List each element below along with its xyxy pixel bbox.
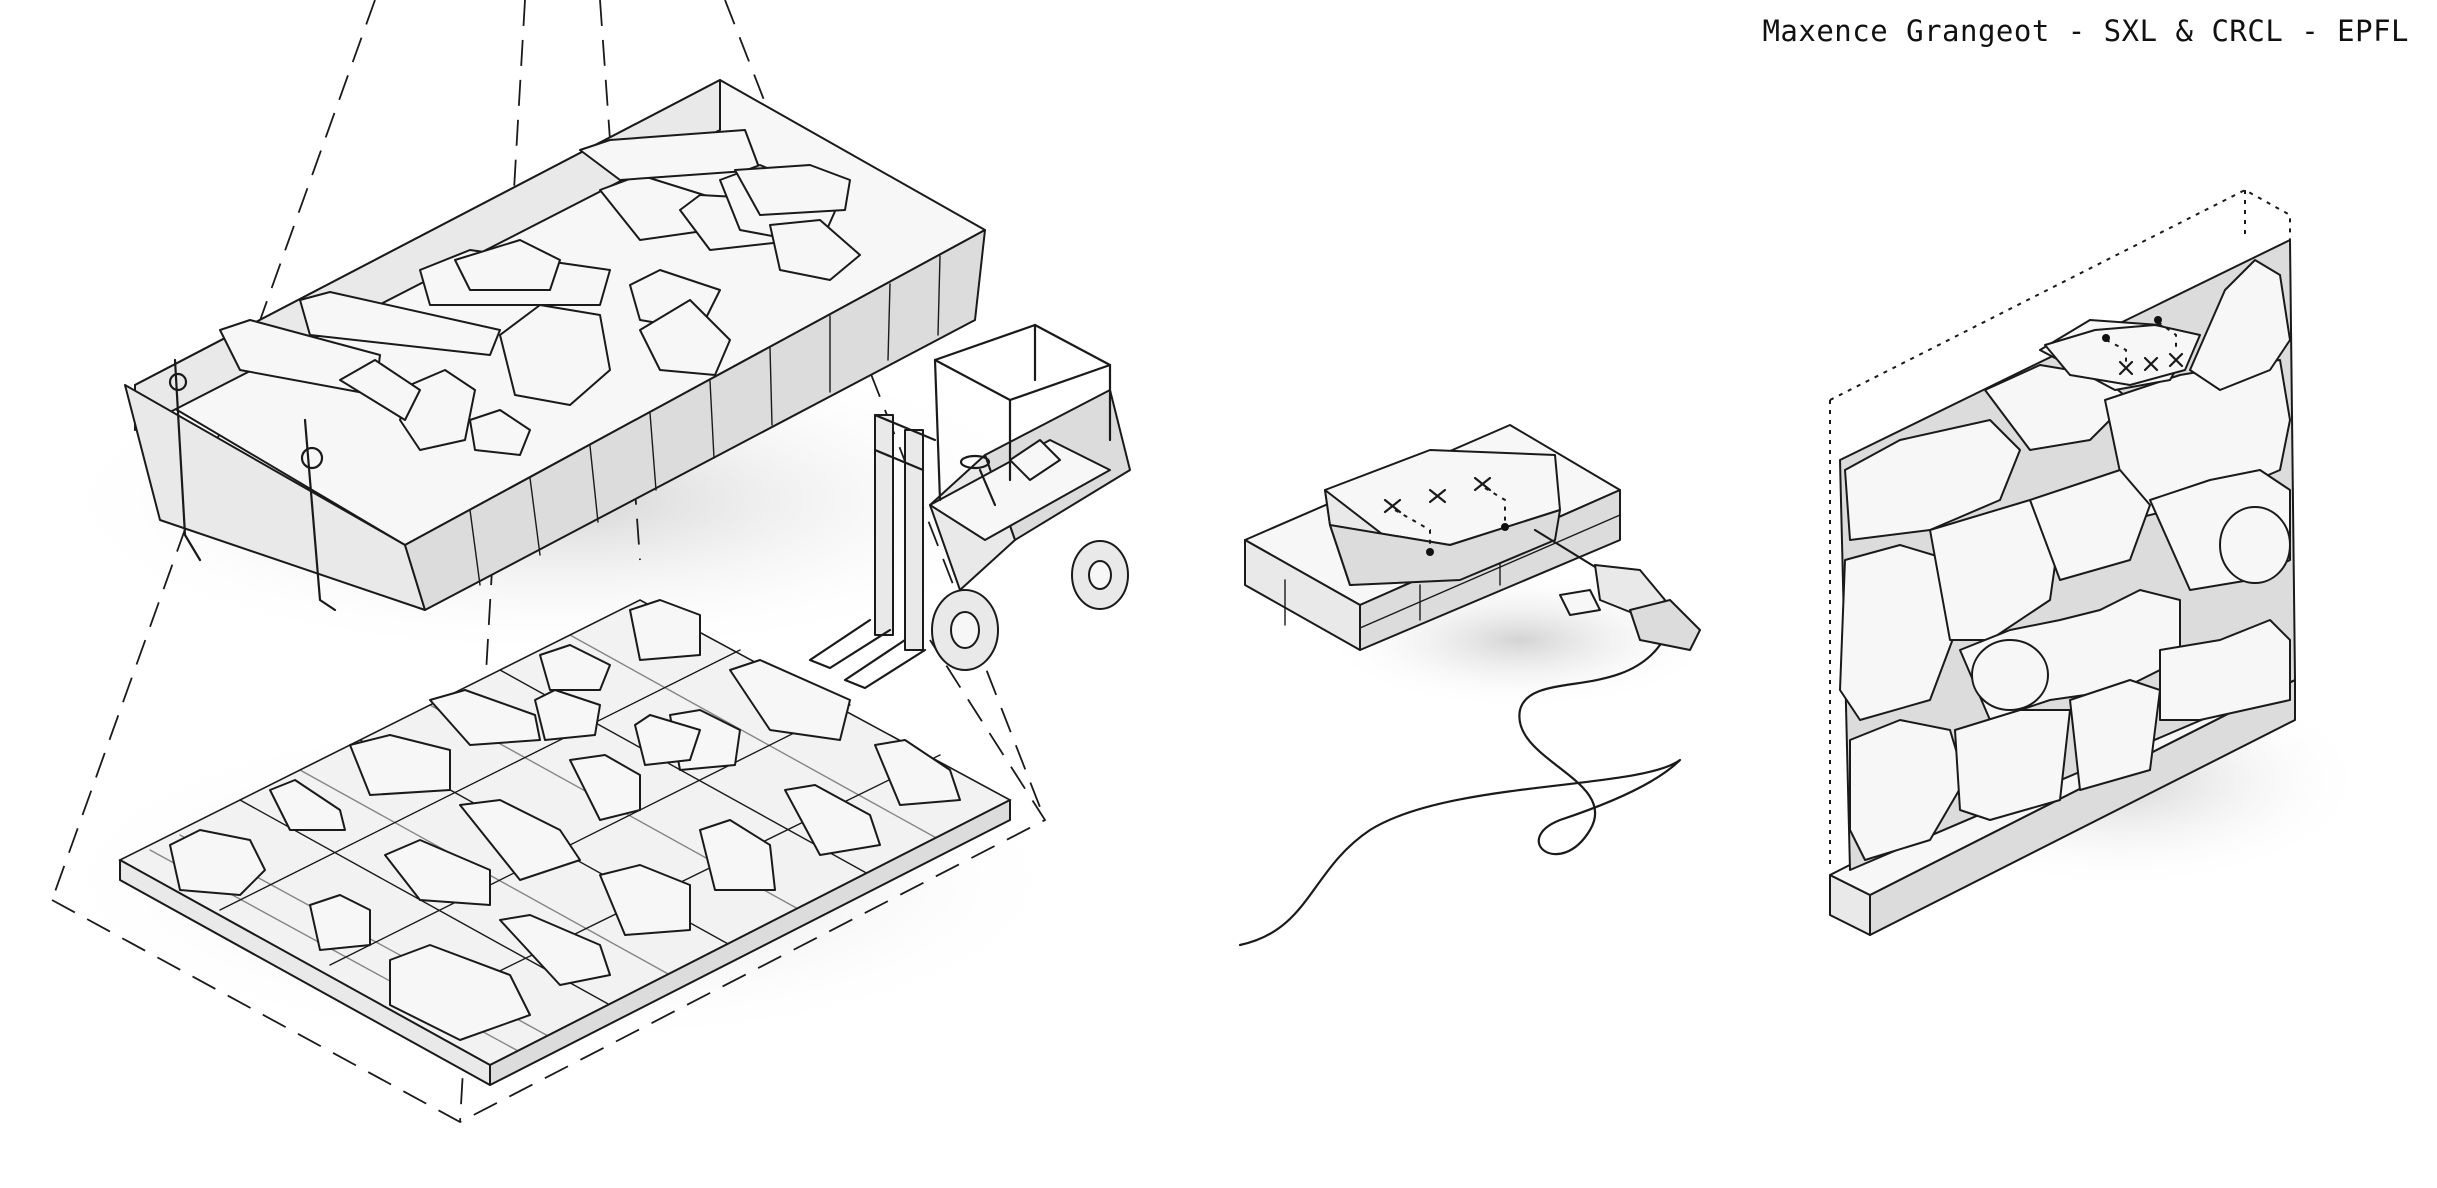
forklift-icon — [808, 323, 1131, 690]
wall-stones — [1839, 259, 2291, 861]
pallet-grid-icon — [118, 599, 1012, 1086]
drill-icon — [1238, 528, 1701, 947]
pallet-stones — [169, 599, 961, 1041]
marked-stone-on-pallet-icon — [1244, 424, 1621, 651]
skip-stones — [219, 129, 861, 456]
skip-container-icon — [124, 79, 986, 612]
author-credit: Maxence Grangeot - SXL & CRCL - EPFL — [1762, 14, 2409, 48]
stone-wall-icon — [1829, 188, 2296, 936]
